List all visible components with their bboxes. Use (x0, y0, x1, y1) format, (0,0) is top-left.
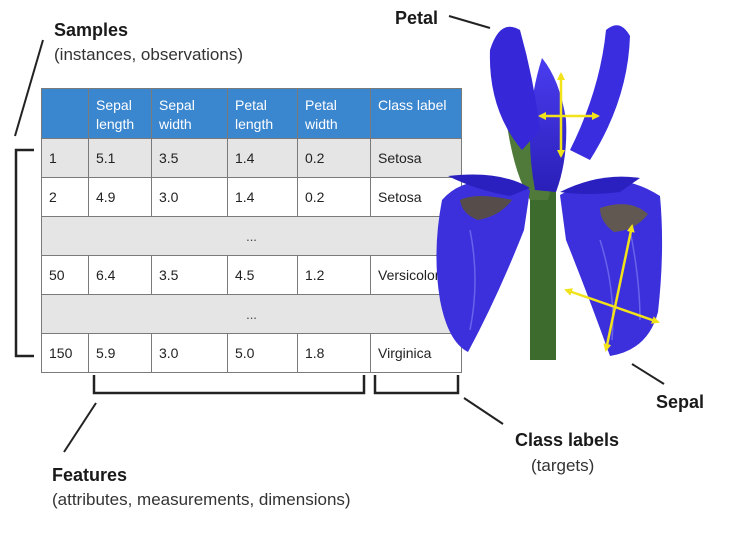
sepal-width-arrow (564, 288, 660, 324)
table-cell: 5.9 (88, 333, 152, 373)
class-labels-title: Class labels (515, 430, 620, 450)
left-sepal (436, 181, 530, 352)
table-cell: 150 (41, 333, 89, 373)
table-header-row: Sepal length Sepal width Petal length Pe… (41, 88, 462, 139)
table-cell: 1.2 (297, 255, 371, 295)
right-petal (570, 25, 630, 161)
table-cell: 3.5 (151, 138, 228, 178)
ellipsis-row: ... (41, 216, 462, 256)
features-pointer-line (63, 402, 97, 453)
features-subtitle: (attributes, measurements, dimensions) (52, 490, 351, 509)
table-row: 1 5.1 3.5 1.4 0.2 Setosa (41, 138, 462, 178)
iris-data-table: Sepal length Sepal width Petal length Pe… (41, 88, 462, 373)
petal-label: Petal (395, 8, 439, 28)
table-cell: 1 (41, 138, 89, 178)
table-cell: 50 (41, 255, 89, 295)
petal-arrows (538, 72, 600, 158)
class-labels-bracket (373, 375, 460, 395)
table-row: 2 4.9 3.0 1.4 0.2 Setosa (41, 177, 462, 217)
left-sepal-signal (460, 196, 512, 220)
table-cell: 0.2 (297, 177, 371, 217)
right-style-branch (560, 176, 640, 194)
left-style-branch (448, 174, 530, 196)
header-sepal-width: Sepal width (151, 88, 228, 139)
samples-title: Samples (54, 20, 129, 40)
table-cell: 1.8 (297, 333, 371, 373)
table-cell: 6.4 (88, 255, 152, 295)
features-title: Features (52, 465, 128, 485)
table-cell: 0.2 (297, 138, 371, 178)
header-petal-length: Petal length (227, 88, 298, 139)
table-cell: 2 (41, 177, 89, 217)
class-labels-pointer-line (463, 397, 504, 425)
sepal-pointer-line (631, 363, 665, 385)
table-cell: 4.9 (88, 177, 152, 217)
petal-pointer-line (448, 15, 491, 29)
table-cell: 3.0 (151, 333, 228, 373)
flower-stem (530, 190, 556, 360)
samples-bracket (14, 148, 34, 358)
ellipsis-cell: ... (41, 216, 462, 256)
ellipsis-row: ... (41, 294, 462, 334)
table-cell: 1.4 (227, 177, 298, 217)
header-index (41, 88, 89, 139)
left-petal (489, 26, 540, 150)
header-class-label: Class label (370, 88, 462, 139)
table-cell: 3.0 (151, 177, 228, 217)
sepal-label: Sepal (656, 392, 705, 412)
table-cell: Setosa (370, 138, 462, 178)
table-row: 150 5.9 3.0 5.0 1.8 Virginica (41, 333, 462, 373)
table-cell: 3.5 (151, 255, 228, 295)
sepal-length-arrow (603, 224, 635, 352)
ellipsis-cell: ... (41, 294, 462, 334)
iris-flower-image (436, 25, 663, 360)
samples-subtitle: (instances, observations) (54, 45, 243, 64)
features-bracket (92, 375, 366, 395)
table-cell: 4.5 (227, 255, 298, 295)
class-labels-subtitle: (targets) (531, 456, 595, 475)
sepal-arrows (564, 224, 660, 352)
table-row: 50 6.4 3.5 4.5 1.2 Versicolor (41, 255, 462, 295)
header-petal-width: Petal width (297, 88, 371, 139)
table-cell: 1.4 (227, 138, 298, 178)
samples-pointer-line (14, 39, 44, 137)
table-cell: Virginica (370, 333, 462, 373)
